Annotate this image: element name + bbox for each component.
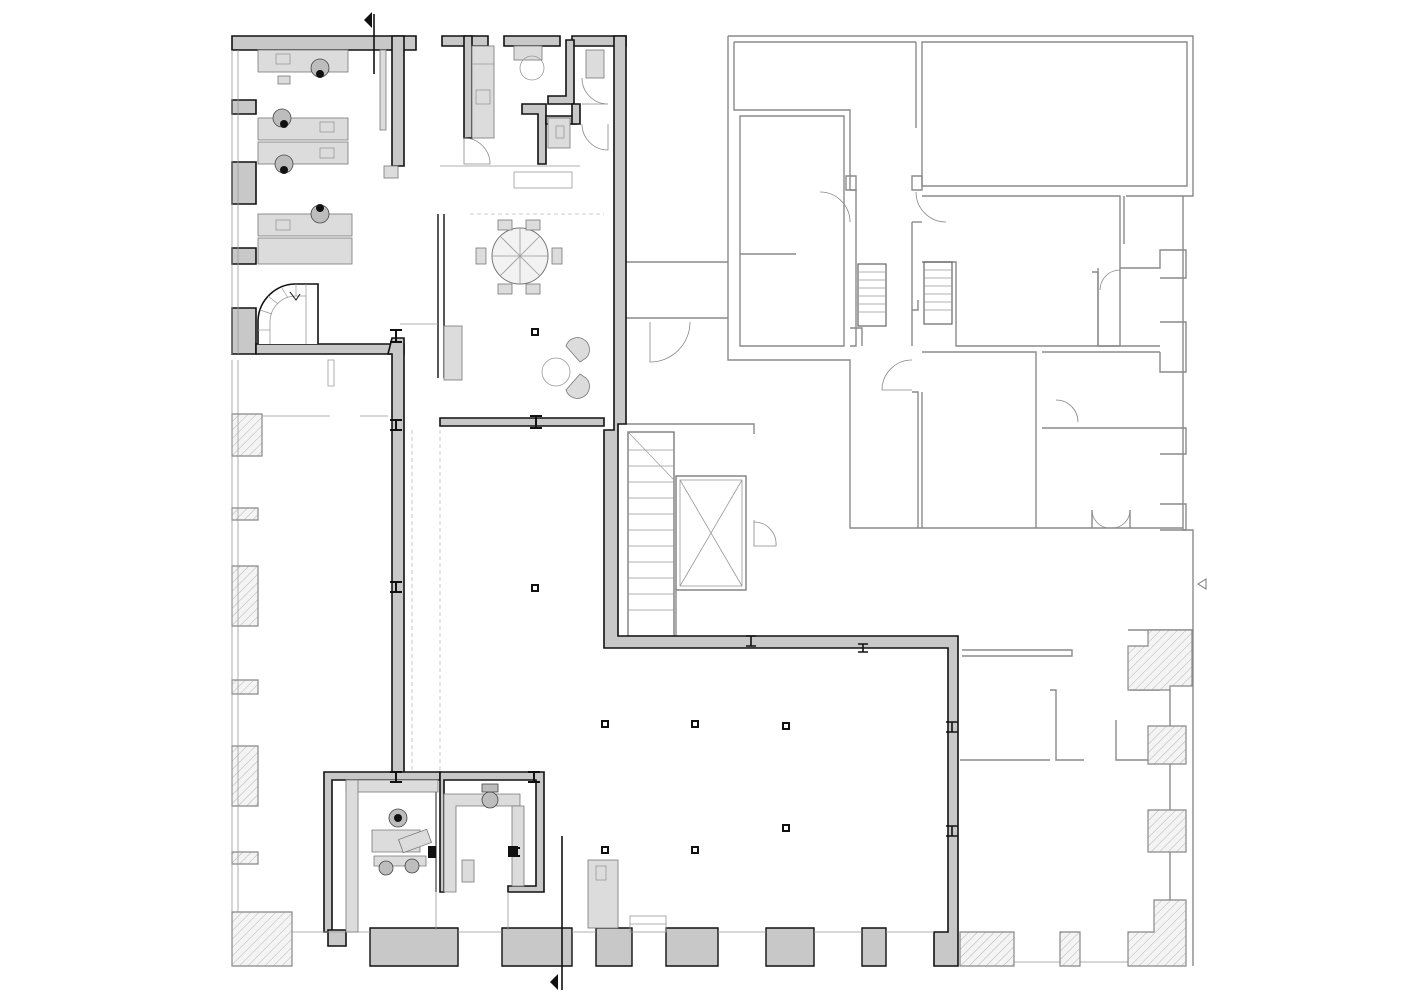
section-marker-bottom [550, 836, 563, 990]
workstations-upper [257, 49, 399, 265]
column-markers [390, 328, 958, 857]
section-marker-arrow-icon [364, 12, 372, 28]
column-marker [601, 720, 609, 728]
section-marker-arrow-icon [550, 974, 558, 990]
office-lower-left [345, 779, 439, 933]
existing-building [624, 35, 1194, 966]
office-lower-right [443, 783, 525, 893]
meeting-table [475, 219, 563, 295]
column-marker [531, 584, 539, 592]
column-marker [782, 824, 790, 832]
column-marker [691, 846, 699, 854]
column-marker [782, 722, 790, 730]
existing-stair-upper [857, 261, 953, 327]
spiral-stair [257, 283, 319, 344]
entrance-marker [1197, 578, 1207, 590]
existing-piers-left [231, 359, 388, 967]
column-marker [531, 328, 539, 336]
kitchenette [440, 45, 609, 189]
existing-piers-right [959, 629, 1193, 967]
entrance-marker-arrow-icon [1197, 578, 1207, 590]
section-marker-top [364, 12, 375, 74]
lounge [400, 323, 590, 399]
reception-desk [587, 859, 667, 933]
chair-group [272, 49, 399, 224]
stair-elevator-core [626, 423, 777, 637]
new-office-walls [231, 35, 959, 967]
column-marker [601, 846, 609, 854]
column-marker [691, 720, 699, 728]
